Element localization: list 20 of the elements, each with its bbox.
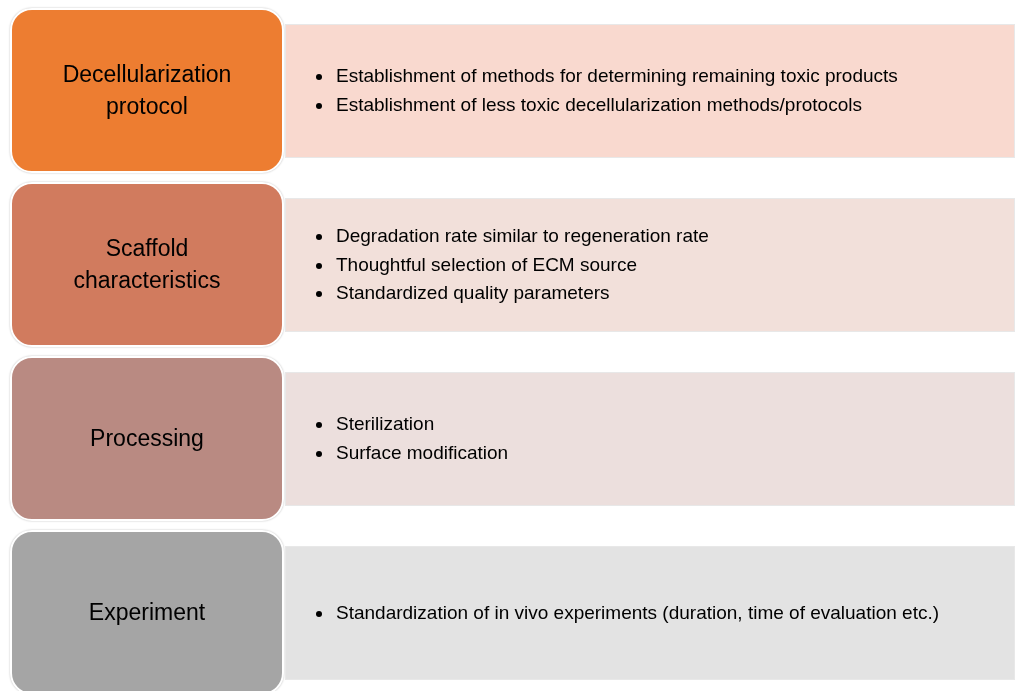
category-title: Scaffold characteristics [72, 234, 222, 295]
bullet-text: Sterilization [336, 412, 435, 437]
detail-panel [285, 24, 1015, 158]
bullet-text: Standardization of in vivo experiments (duration, time of evaluation etc.) [336, 600, 940, 625]
bullet-text: Degradation rate similar to regeneration rate [336, 223, 709, 248]
detail-panel [285, 546, 1015, 680]
category-title: Experiment [88, 597, 206, 627]
category-box [10, 356, 284, 521]
category-title: Processing [90, 423, 204, 453]
bullet-text: Thoughtful selection of ECM source [336, 252, 637, 277]
category-box [10, 8, 284, 173]
detail-panel [285, 198, 1015, 332]
bullet-text: Establishment of methods for determining remaining toxic products [336, 64, 898, 89]
bullet-text: Establishment of less toxic decellularization methods/protocols [336, 93, 862, 117]
category-title: Decellularization protocol [61, 60, 233, 121]
bullet-text: Surface modification [336, 441, 509, 465]
bullet-text: Standardized quality parameters [336, 281, 610, 306]
category-box [10, 530, 284, 691]
category-box [10, 182, 284, 347]
detail-panel [285, 372, 1015, 506]
